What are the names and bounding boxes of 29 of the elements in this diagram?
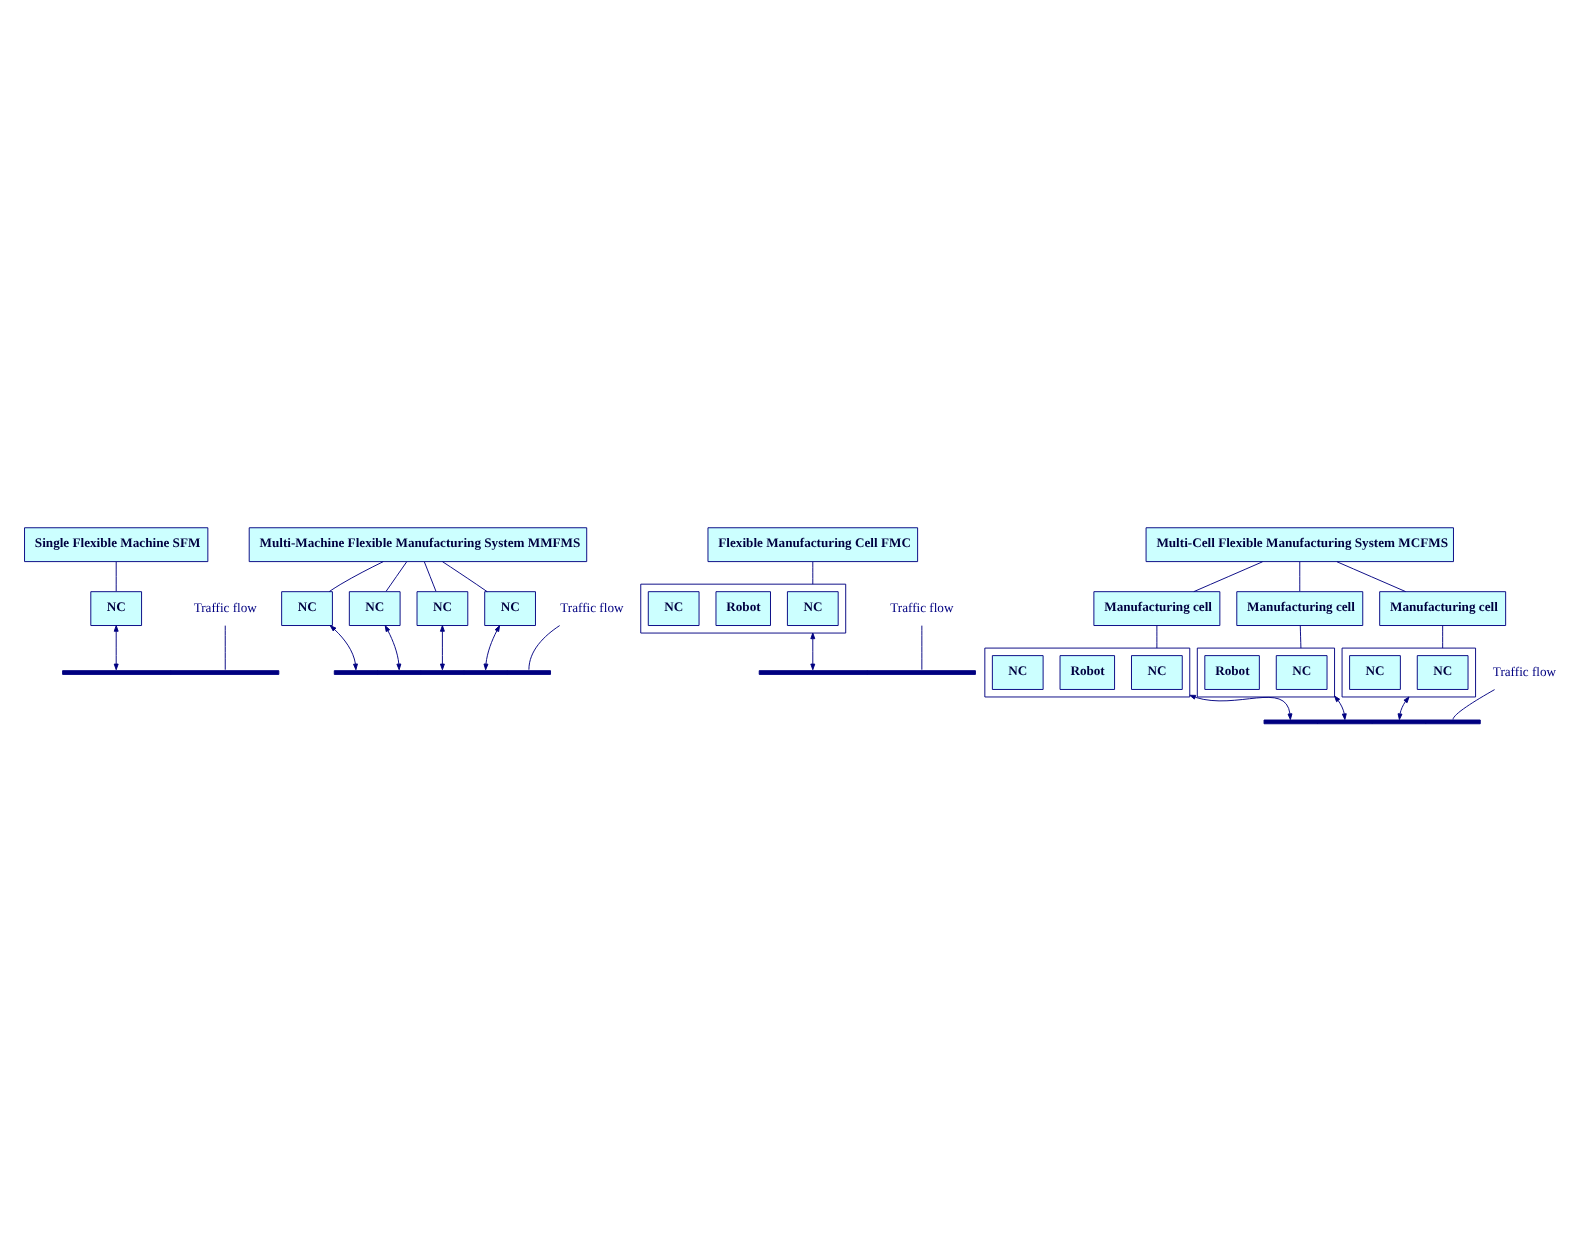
arrow: [113, 625, 119, 671]
connector: [115, 561, 117, 592]
arrow: [1334, 695, 1347, 720]
cluster: [984, 647, 1191, 698]
arrow: [329, 625, 358, 671]
connector: [1442, 625, 1444, 649]
cluster: [1341, 647, 1477, 698]
connector: [1156, 625, 1158, 649]
connector: [1452, 689, 1496, 720]
connector: [1336, 561, 1407, 593]
connector: [528, 625, 561, 671]
arrow: [1189, 694, 1293, 720]
connector: [1299, 561, 1301, 592]
connector: [385, 561, 408, 592]
arrow: [483, 625, 501, 671]
arrow: [384, 625, 402, 671]
cluster: [1196, 647, 1335, 698]
arrow: [439, 625, 445, 671]
connector: [423, 561, 437, 592]
connector: [1193, 561, 1264, 593]
connector: [921, 625, 923, 671]
connector: [812, 561, 814, 585]
connector: [224, 625, 226, 671]
cluster: [640, 583, 847, 634]
connector: [1299, 625, 1302, 649]
arrow: [1397, 696, 1410, 720]
arrow: [810, 632, 816, 671]
connector: [441, 561, 488, 593]
connector: [328, 561, 384, 592]
